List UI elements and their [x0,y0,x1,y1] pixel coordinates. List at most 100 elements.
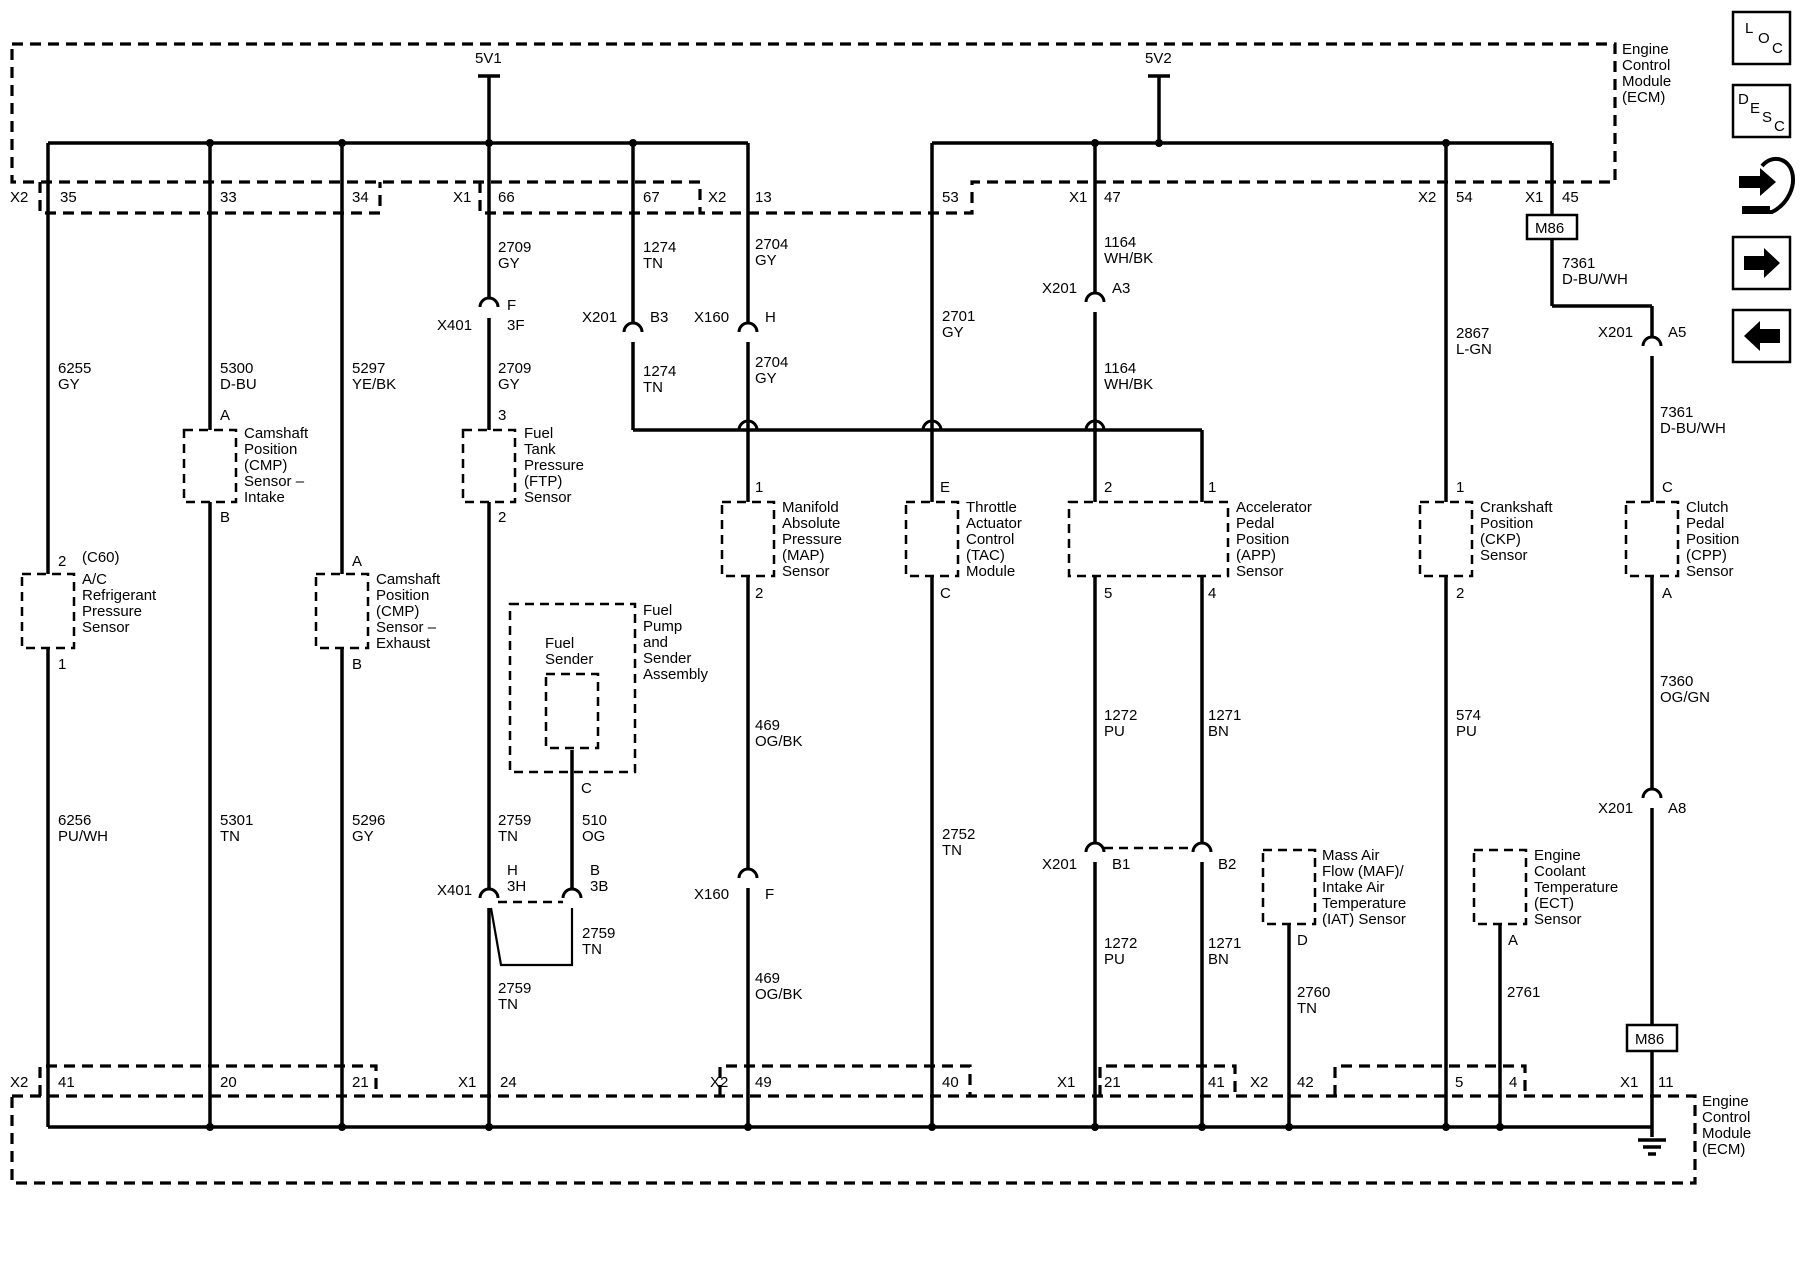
diagram-label: Pedal [1686,515,1724,532]
description-button[interactable]: D E S C [1731,83,1792,139]
diagram-label: Crankshaft [1480,499,1553,516]
circuit-ckp: 2867 L-GN 574 PU [1444,143,1492,1127]
diagram-label: Sensor [1686,563,1734,580]
diagram-label: Engine [1622,41,1669,58]
m86-top: M86 [1525,213,1579,241]
diagram-label: X1 [1057,1074,1075,1091]
diagram-label: S [1762,109,1772,126]
diagram-label: GY [352,828,374,845]
diagram-label: L-GN [1456,341,1492,358]
diagram-label: 2759 [498,980,531,997]
diagram-label: (CPP) [1686,547,1727,564]
diagram-label: 13 [755,189,772,206]
diagram-label: Pressure [82,603,142,620]
circuit-cmp-exhaust: 5297 YE/BK 5296 GY [340,143,396,1127]
circuit-cpp: 7361 D-BU/WH 7361 D-BU/WH 7360 OG/GN [1550,143,1726,1137]
m86-bottom: M86 [1625,1023,1679,1053]
diagram-label: A3 [1112,280,1130,297]
ac-refrigerant-pressure-sensor: 2 1 (C60) A/C Refrigerant Pressure Senso… [20,549,157,673]
diagram-label: GY [755,370,777,387]
diagram-label: Sensor [524,489,572,506]
diagram-label: OG/BK [755,733,803,750]
bottom-pin-labels: X2 41 20 21 X1 24 X2 49 40 X1 21 41 X2 4… [10,1074,1674,1091]
diagram-label: 7361 [1660,404,1693,421]
diagram-label: GY [498,255,520,272]
x201-connector-a3: X201 A3 [1042,280,1130,303]
diagram-label: Position [1686,531,1739,548]
diagram-label: 5301 [220,812,253,829]
diagram-label: Control [1622,57,1670,74]
diagram-label: GY [942,324,964,341]
diagram-label: PU/WH [58,828,108,845]
diagram-label: X2 [10,1074,28,1091]
diagram-label: B [590,862,600,879]
diagram-label: 7360 [1660,673,1693,690]
diagram-label: 66 [498,189,515,206]
diagram-label: X201 [1598,800,1633,817]
diagram-label: 2761 [1507,984,1540,1001]
diagram-label: D [1297,932,1308,949]
diagram-label: B1 [1112,856,1130,873]
diagram-label: 1 [1208,479,1216,496]
diagram-label: 5300 [220,360,253,377]
diagram-label: A [220,407,230,424]
diagram-label: Sensor [1534,911,1582,928]
diagram-label: Engine [1534,847,1581,864]
diagram-label: X2 [10,189,28,206]
diagram-label: 3 [498,407,506,424]
diagram-label: 1 [1456,479,1464,496]
diagram-label: B2 [1218,856,1236,873]
diagram-label: X2 [1250,1074,1268,1091]
diagram-label: 2 [498,509,506,526]
tac-module: E C Throttle Actuator Control (TAC) Modu… [904,479,1022,602]
diagram-label: PU [1456,723,1477,740]
back-arrow-button[interactable] [1731,308,1792,364]
diagram-label: 1164 [1104,234,1136,251]
diagram-label: Sensor [1480,547,1528,564]
diagram-label: 2 [1456,585,1464,602]
diagram-label: Temperature [1534,879,1618,896]
diagram-label: X1 [1620,1074,1638,1091]
diagram-label: 20 [220,1074,237,1091]
x160-connector-h: X160 H [694,309,776,333]
cpp-sensor: C A Clutch Pedal Position (CPP) Sensor [1624,479,1739,602]
forward-arrow-button[interactable] [1731,235,1792,291]
diagram-label: Fuel [643,602,672,619]
diagram-label: 469 [755,970,780,987]
diagram-label: L [1745,20,1753,37]
diagram-label: H [507,862,518,879]
diagram-label: TN [1297,1000,1317,1017]
diagram-label: Fuel [545,635,574,652]
diagram-label: GY [58,376,80,393]
ecm-top-label: Engine Control Module (ECM) [1622,41,1671,106]
diagram-label: C [1662,479,1673,496]
diagram-label: Temperature [1322,895,1406,912]
diagram-label: Control [966,531,1014,548]
x201-connector-a5: X201 A5 [1598,324,1686,347]
x201-connector-a8: X201 A8 [1598,787,1686,817]
ftp-sensor: 3 2 Fuel Tank Pressure (FTP) Sensor [461,407,584,526]
power-5v1: 5V1 [475,50,502,143]
diagram-label: GY [498,376,520,393]
ect-sensor: A Engine Coolant Temperature (ECT) Senso… [1472,847,1618,949]
diagram-label: 41 [58,1074,75,1091]
diagram-label: C [581,780,592,797]
maf-iat-sensor: D Mass Air Flow (MAF)/ Intake Air Temper… [1261,847,1406,949]
diagram-label: (TAC) [966,547,1005,564]
cmp-exhaust-sensor: A B Camshaft Position (CMP) Sensor – Exh… [314,553,441,673]
diagram-label: 1274 [643,239,676,256]
location-button[interactable]: L O C [1731,10,1792,66]
diagram-label: E [940,479,950,496]
diagram-label: 42 [1297,1074,1314,1091]
connector-view-icon[interactable] [1739,156,1795,214]
diagram-label: 40 [942,1074,959,1091]
diagram-label: 2709 [498,360,531,377]
diagram-label: and [643,634,668,651]
diagram-label: 4 [1509,1074,1517,1091]
diagram-label: Camshaft [244,425,309,442]
arrow-right-icon [1744,248,1780,278]
diagram-label: 1271 [1208,935,1241,952]
ckp-sensor: 1 2 Crankshaft Position (CKP) Sensor [1418,479,1553,602]
diagram-label: Throttle [966,499,1017,516]
diagram-label: Engine [1702,1093,1749,1110]
